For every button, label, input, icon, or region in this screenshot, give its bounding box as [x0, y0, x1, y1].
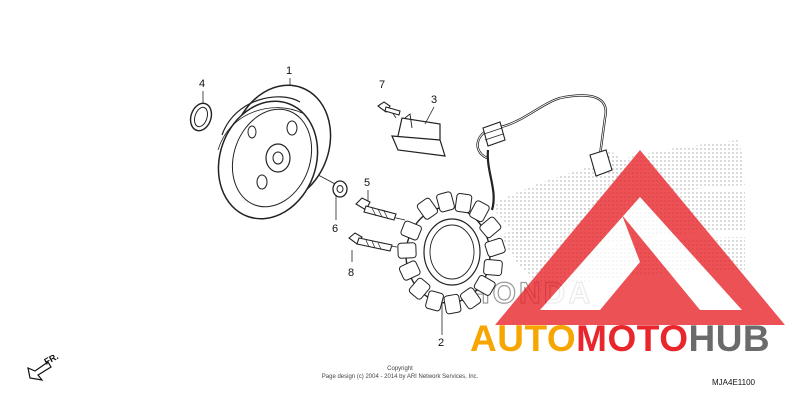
label-part-5: 5	[364, 177, 370, 189]
label-part-6: 6	[332, 223, 338, 235]
label-part-4: 4	[199, 78, 205, 90]
copyright-notice: Page design (c) 2004 - 2014 by ARI Netwo…	[321, 374, 479, 380]
label-part-8: 8	[348, 267, 354, 279]
part-7-bolt	[377, 101, 401, 116]
autohub-triangle-logo	[495, 150, 785, 325]
stator-coils	[397, 191, 506, 315]
part-5-bolt	[355, 197, 397, 221]
part-1-flywheel	[217, 84, 332, 220]
autohub-wordmark: AUTOMOTOHUB	[470, 318, 770, 360]
part-number-labels: 1 2 3 4 5 6 7 8	[199, 65, 444, 349]
part-4-o-ring	[189, 102, 213, 132]
label-part-3: 3	[431, 94, 437, 106]
part-2-stator	[397, 94, 613, 315]
label-part-2: 2	[438, 337, 444, 349]
label-part-1: 1	[286, 65, 292, 77]
copyright-title: Copyright	[387, 366, 413, 372]
part-8-bolt	[348, 232, 393, 252]
part-6-washer	[332, 180, 348, 198]
diagram-code: MJA4E1100	[712, 378, 755, 387]
part-3-clamp	[391, 113, 446, 157]
logo-part-moto: MOTO	[576, 318, 689, 359]
front-direction-arrow-icon	[27, 361, 52, 381]
logo-part-auto: AUTO	[470, 318, 577, 359]
label-part-7: 7	[379, 79, 385, 91]
logo-part-hub: HUB	[688, 318, 771, 359]
